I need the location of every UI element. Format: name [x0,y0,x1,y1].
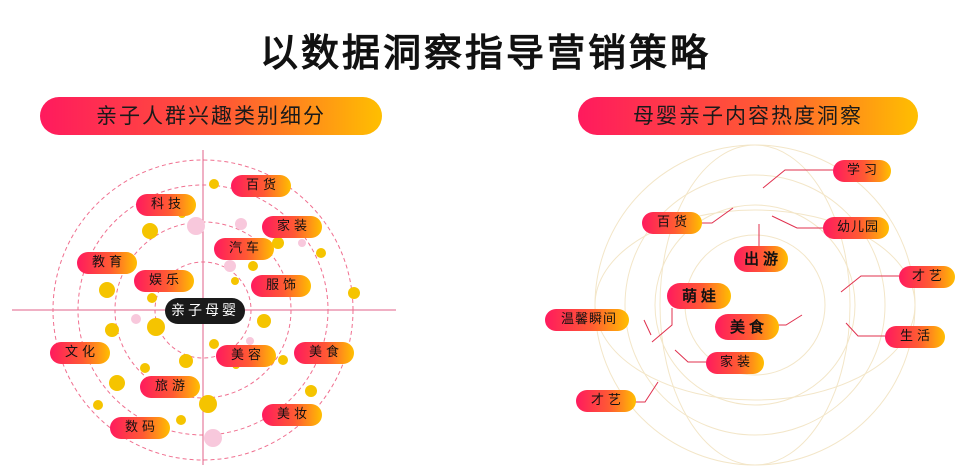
topic-tag: 出游 [734,246,788,272]
category-tag: 娱乐 [134,270,194,292]
category-tag: 美食 [294,342,354,364]
topic-tag: 才艺 [899,266,955,288]
category-tag: 服饰 [251,275,311,297]
topic-tag: 生活 [885,326,945,348]
category-tag: 百货 [231,175,291,197]
category-tag: 美妆 [262,404,322,426]
category-tag: 教育 [77,252,137,274]
topic-tag: 学习 [833,160,891,182]
page-title: 以数据洞察指导营销策略 [259,31,711,75]
category-tag: 科技 [136,194,196,216]
left-panel-heading: 亲子人群兴趣类别细分 [40,97,382,135]
category-tag: 家装 [262,216,322,238]
category-tag: 美容 [216,345,276,367]
topic-tag: 美食 [715,314,779,340]
topic-tag: 萌娃 [667,283,731,309]
topic-tag: 百货 [642,212,702,234]
category-tag: 文化 [50,342,110,364]
topic-tag: 温馨瞬间 [545,309,629,331]
topic-tag: 幼儿园 [823,217,889,239]
category-tag: 旅游 [140,376,200,398]
right-panel-heading: 母婴亲子内容热度洞察 [578,97,918,135]
category-tag: 数码 [110,417,170,439]
category-tag: 汽车 [214,238,274,260]
center-node: 亲子母婴 [165,298,245,324]
topic-tag: 才艺 [576,390,636,412]
topic-tag: 家装 [706,352,764,374]
